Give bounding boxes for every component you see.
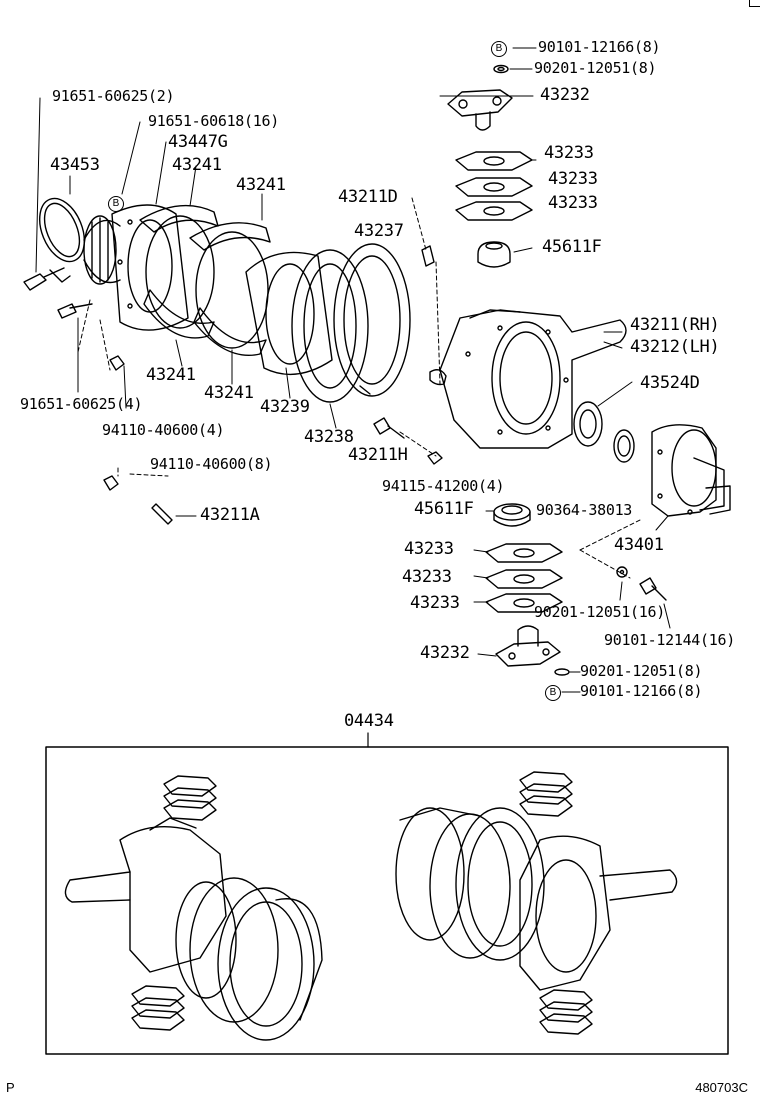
part-label-43447g: 43447G bbox=[168, 132, 228, 152]
bearing-45611f-mid-icon bbox=[493, 503, 531, 527]
kit-box-frame bbox=[45, 746, 729, 1055]
kit-seal-rings-left-icon bbox=[175, 877, 323, 1041]
dust-boot-icon bbox=[83, 215, 121, 285]
spindle-43401-icon bbox=[651, 424, 731, 517]
oil-seal-43524d-icon bbox=[573, 401, 603, 447]
label-leader-lines bbox=[35, 47, 671, 693]
part-label-43238: 43238 bbox=[304, 427, 354, 447]
part-label-43211d: 43211D bbox=[338, 187, 398, 207]
kit-label-04434: 04434 bbox=[344, 711, 394, 731]
steering-knuckle-icon bbox=[429, 309, 627, 449]
bearing-90364-icon bbox=[613, 429, 635, 463]
nut-94110-small-icon bbox=[109, 355, 125, 371]
part-label-43233-f: 43233 bbox=[410, 593, 460, 613]
footer-right-code: 480703C bbox=[695, 1080, 748, 1095]
corner-registration-mark bbox=[749, 0, 760, 7]
shim-stack-top-icon bbox=[455, 151, 533, 221]
part-label-43237: 43237 bbox=[354, 221, 404, 241]
felt-ring-43238-icon bbox=[291, 249, 369, 403]
retainer-ring-43237-icon bbox=[333, 243, 411, 397]
b-symbol-left: B bbox=[108, 196, 124, 212]
part-label-91651-60625-4: 91651-60625(4) bbox=[20, 395, 143, 413]
bolt-43211h-icon bbox=[373, 417, 405, 439]
kit-shims-right-top-icon bbox=[519, 771, 573, 817]
part-label-43233-e: 43233 bbox=[402, 567, 452, 587]
kit-shims-left-bottom-icon bbox=[131, 985, 185, 1031]
bearing-45611f-top-icon bbox=[477, 241, 511, 268]
part-label-43241-a: 43241 bbox=[172, 155, 222, 175]
part-label-43232-top: 43232 bbox=[540, 85, 590, 105]
part-label-43241-b: 43241 bbox=[236, 175, 286, 195]
flange-bracket-top-icon bbox=[439, 89, 534, 131]
part-label-43239: 43239 bbox=[260, 397, 310, 417]
boot-clamp-icon bbox=[39, 197, 85, 283]
part-label-45611f-top: 45611F bbox=[542, 237, 602, 257]
b-symbol-top: B bbox=[491, 41, 507, 57]
shim-stack-bottom-icon bbox=[485, 543, 563, 613]
part-label-90364-38013: 90364-38013 bbox=[536, 501, 633, 519]
washer-90201-icon bbox=[616, 566, 628, 578]
part-label-45611f-mid: 45611F bbox=[414, 499, 474, 519]
part-label-43212-lh: 43212(LH) bbox=[630, 337, 720, 357]
stud-43211d-icon bbox=[421, 245, 435, 267]
nut-94110-icon bbox=[103, 475, 119, 491]
spacer-43239-icon bbox=[245, 251, 333, 376]
part-label-43211a: 43211A bbox=[200, 505, 260, 525]
bolt-90101-12144-icon bbox=[639, 577, 667, 601]
part-label-90101-12166-top: 90101-12166(8) bbox=[538, 38, 661, 56]
flange-bracket-bottom-icon bbox=[495, 625, 561, 667]
b-symbol-bottom: B bbox=[545, 685, 561, 701]
part-label-94110-40600-8: 94110-40600(8) bbox=[150, 455, 273, 473]
bolt-left-lower-icon bbox=[57, 303, 93, 319]
part-label-90201-12051-16: 90201-12051(16) bbox=[534, 603, 665, 621]
part-label-43241-c: 43241 bbox=[146, 365, 196, 385]
part-label-94110-40600-4: 94110-40600(4) bbox=[102, 421, 225, 439]
part-label-43524d: 43524D bbox=[640, 373, 700, 393]
part-label-43241-d: 43241 bbox=[204, 383, 254, 403]
part-label-43233-c: 43233 bbox=[548, 193, 598, 213]
part-label-43233-a: 43233 bbox=[544, 143, 594, 163]
part-label-43233-b: 43233 bbox=[548, 169, 598, 189]
part-label-43401: 43401 bbox=[614, 535, 664, 555]
kit-seal-rings-right-icon bbox=[395, 807, 545, 961]
nut-94115-icon bbox=[427, 451, 443, 465]
oil-seal-half-1-icon bbox=[139, 204, 219, 339]
part-label-43211h: 43211H bbox=[348, 445, 408, 465]
part-label-90101-12166-bot: 90101-12166(8) bbox=[580, 682, 703, 700]
part-label-91651-60625-2: 91651-60625(2) bbox=[52, 87, 175, 105]
part-label-91651-60618: 91651-60618(16) bbox=[148, 112, 279, 130]
footer-left-code: P bbox=[6, 1080, 15, 1095]
leader-dashed-lines bbox=[77, 197, 641, 579]
washer-top-icon bbox=[493, 64, 509, 74]
washer-bottom-icon bbox=[554, 668, 570, 676]
part-label-90101-12144: 90101-12144(16) bbox=[604, 631, 735, 649]
part-label-43211-rh: 43211(RH) bbox=[630, 315, 720, 335]
part-label-90201-12051-bot: 90201-12051(8) bbox=[580, 662, 703, 680]
bolt-left-upper-icon bbox=[23, 267, 65, 291]
kit-knuckle-left-icon bbox=[64, 817, 227, 973]
part-label-43232-bottom: 43232 bbox=[420, 643, 470, 663]
part-label-43233-d: 43233 bbox=[404, 539, 454, 559]
part-label-43453: 43453 bbox=[50, 155, 100, 175]
part-label-94115-41200: 94115-41200(4) bbox=[382, 477, 505, 495]
kit-knuckle-right-icon bbox=[519, 835, 678, 991]
part-label-90201-12051-top: 90201-12051(8) bbox=[534, 59, 657, 77]
oil-seal-half-2-icon bbox=[189, 222, 271, 356]
kit-shims-right-bottom-icon bbox=[539, 989, 593, 1035]
stud-43211a-icon bbox=[151, 503, 173, 525]
kit-shims-left-top-icon bbox=[163, 775, 217, 821]
